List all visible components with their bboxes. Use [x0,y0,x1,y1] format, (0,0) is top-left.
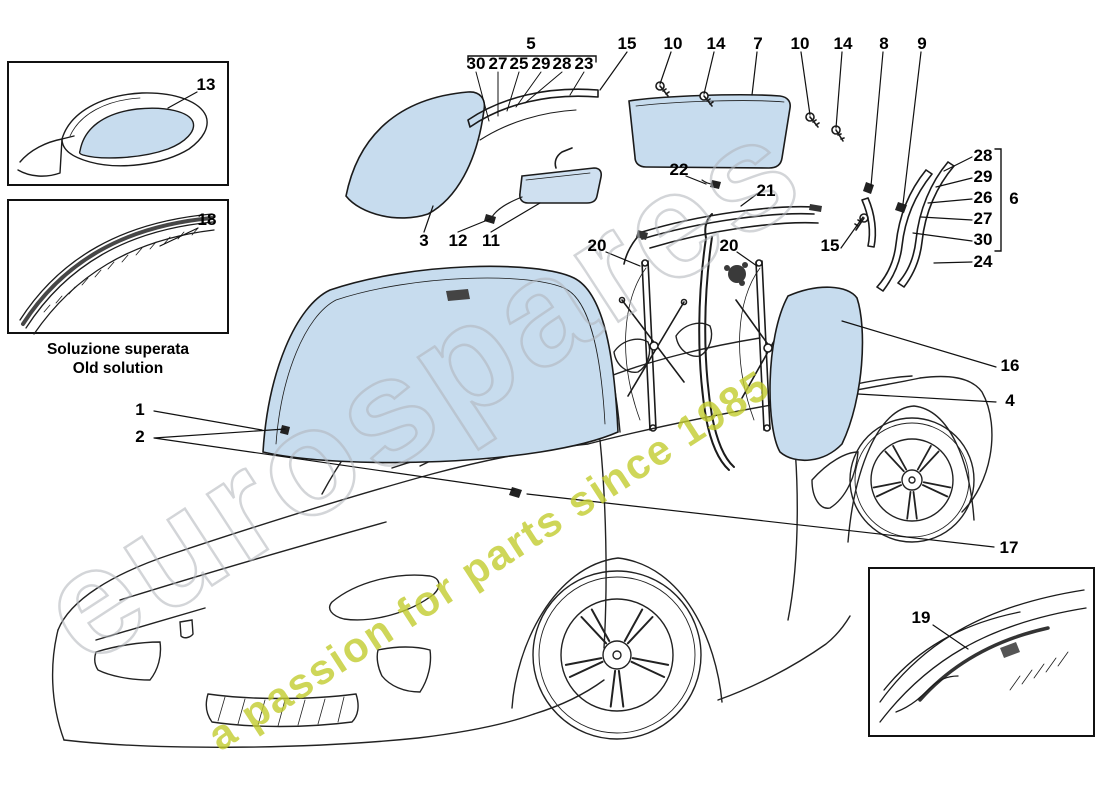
callout-27-top: 27 [488,54,508,73]
callout-13: 13 [196,75,216,94]
callout-9: 9 [917,34,927,53]
group-bracket-5 [467,55,597,63]
callout-28-right: 28 [973,146,993,165]
window-regulator-left [618,259,688,432]
callout-18: 18 [197,210,217,229]
mirror-inset-drawing [17,92,208,177]
callout-30-right: 30 [973,230,993,249]
window-regulator-right [724,259,799,432]
windscreen-glass [262,265,619,464]
defroster-connector [710,180,721,189]
rear-screen-frame [623,205,819,265]
group-bracket-6 [994,148,1002,252]
callout-7: 7 [753,34,763,53]
callout-1: 1 [135,400,145,419]
callout-30-top: 30 [466,54,486,73]
callout-26: 26 [973,188,993,207]
callout-8: 8 [879,34,889,53]
badge [179,619,194,639]
callout-14-left: 14 [706,34,726,53]
rear-detail-inset-drawing [879,589,1087,723]
car-line-art [51,308,993,748]
roof-seal-strips [861,161,955,292]
callout-17: 17 [999,538,1019,557]
callout-27-right: 27 [973,209,993,228]
wing-mirror-glass [78,107,195,159]
callout-23: 23 [574,54,594,73]
callout-6: 6 [1009,189,1019,208]
rear-screen-glass [628,94,791,169]
callout-11: 11 [482,231,500,250]
front-wheel [532,570,702,740]
headlight [328,574,440,621]
callout-10-left: 10 [663,34,683,53]
callout-25: 25 [509,54,529,73]
trim-strip [467,88,599,128]
callout-15-right: 15 [820,236,840,255]
callout-5: 5 [526,34,536,53]
callout-29-top: 29 [531,54,551,73]
callout-22: 22 [669,160,689,179]
old-solution-caption: Soluzione superata Old solution [18,340,218,378]
callout-3: 3 [419,231,429,250]
windscreen-clip [509,487,522,498]
windscreen-clip [280,425,290,435]
callout-19: 19 [911,608,931,627]
caption-italian: Soluzione superata [46,341,190,358]
callout-28-top: 28 [552,54,572,73]
fastener-clip [863,182,907,213]
callout-14-right: 14 [833,34,853,53]
callout-24: 24 [973,252,993,271]
callout-15-top: 15 [617,34,637,53]
callout-2: 2 [135,427,145,446]
old-solution-inset-drawing [19,213,215,335]
callout-20-right: 20 [719,236,739,255]
callout-16: 16 [1000,356,1020,375]
quarter-window-glass [769,286,864,462]
callout-21: 21 [756,181,776,200]
callout-20-left: 20 [587,236,607,255]
front-grille [205,693,359,728]
leader-lines [153,51,1002,650]
rear-wheel [849,417,975,543]
caption-english: Old solution [72,360,164,377]
callout-29-right: 29 [973,167,993,186]
callout-4: 4 [1005,391,1015,410]
side-window-glass [345,91,486,219]
exploded-parts [262,81,955,498]
mirror-mount [446,289,470,301]
interior-mirror [519,167,603,204]
callout-12: 12 [448,231,468,250]
callout-10-right: 10 [790,34,810,53]
